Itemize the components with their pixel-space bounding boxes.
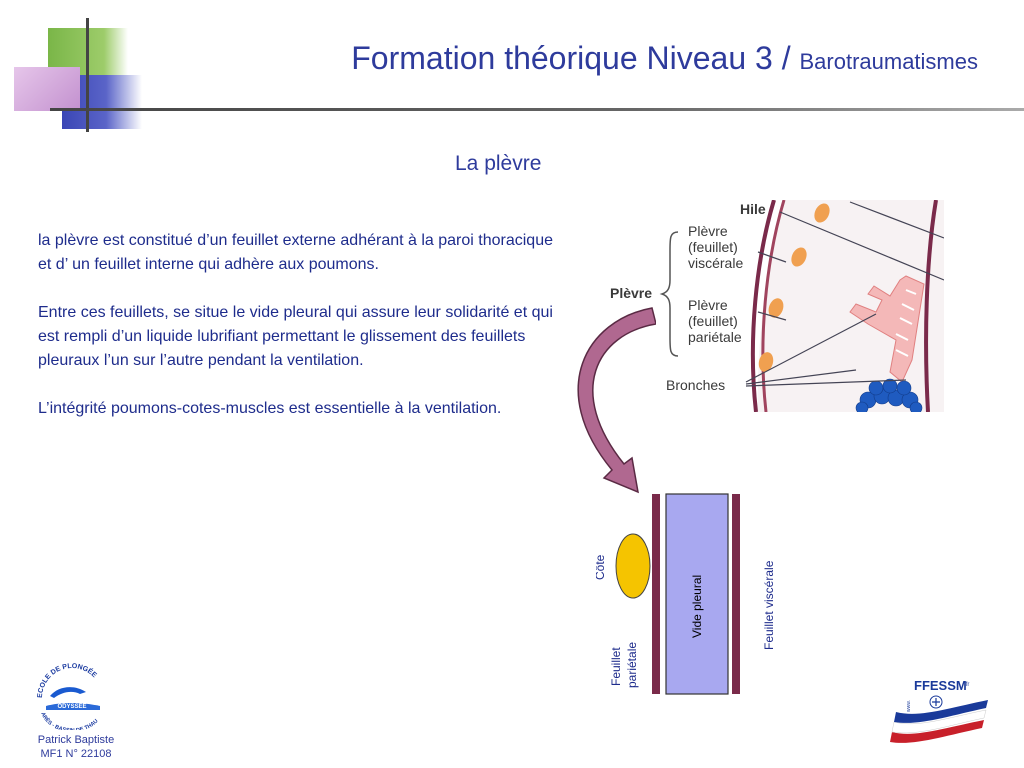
label-feuillet-visceral: Feuillet viscérale	[762, 560, 776, 650]
odyssee-logo: ECOLE DE PLONGÉE ODYSSÉE ARÈS - BASSIN D…	[37, 663, 100, 730]
label-cote: Côte	[596, 554, 607, 580]
author-id: MF1 N° 22108	[40, 748, 112, 760]
header-decoration-pink	[14, 67, 80, 111]
label-vide-pleural: Vide pleural	[690, 575, 704, 638]
label-feuillet-parietal-1: Feuillet	[609, 647, 623, 686]
header-divider-line	[50, 108, 1024, 111]
label-parietal-2: (feuillet)	[688, 313, 738, 329]
slide-title: Formation théorique Niveau 3 / Barotraum…	[351, 40, 978, 77]
body-text: la plèvre est constitué d’un feuillet ex…	[38, 229, 558, 445]
label-parietal-3: pariétale	[688, 329, 742, 345]
logo-right-text: FFESSM	[914, 678, 967, 693]
paragraph: Entre ces feuillets, se situe le vide pl…	[38, 304, 553, 369]
label-visceral-2: (feuillet)	[688, 239, 738, 255]
label-hile: Hile	[740, 201, 766, 217]
logo-right-small: .fr	[964, 682, 969, 688]
logo-right-www: www.	[906, 700, 912, 712]
logo-left-top-text: ECOLE DE PLONGÉE	[37, 663, 98, 698]
label-visceral-1: Plèvre	[688, 223, 728, 239]
svg-text:ARÈS - BASSIN DE THAU: ARÈS - BASSIN DE THAU	[39, 712, 99, 730]
ffessm-logo: FFESSM .fr www.	[890, 678, 988, 743]
slide-title-main: Formation théorique Niveau 3 /	[351, 40, 800, 76]
slide-title-subtitle: Barotraumatismes	[799, 49, 978, 74]
label-visceral-3: viscérale	[688, 255, 743, 271]
paragraph: la plèvre est constitué d’un feuillet ex…	[38, 232, 553, 273]
section-title: La plèvre	[455, 152, 542, 175]
curved-arrow-icon	[577, 307, 656, 494]
label-bronches: Bronches	[666, 377, 725, 393]
logo-left-mid-text: ODYSSÉE	[57, 702, 86, 710]
pleura-anatomy-illustration: Hile Plèvre Plèvre (feuillet) viscérale …	[606, 200, 944, 412]
svg-text:ECOLE DE PLONGÉE: ECOLE DE PLONGÉE	[37, 663, 98, 698]
header-decoration-vertical-line	[86, 18, 89, 132]
paragraph: L’intégrité poumons-cotes-muscles est es…	[38, 400, 502, 417]
logo-left-bottom-text: ARÈS - BASSIN DE THAU	[39, 712, 99, 730]
label-plevre: Plèvre	[610, 285, 652, 301]
label-parietal-1: Plèvre	[688, 297, 728, 313]
author-name: Patrick Baptiste	[37, 734, 115, 746]
author-credit: Patrick Baptiste MF1 N° 22108	[20, 733, 132, 761]
pleura-schematic: Côte Vide pleural Feuillet viscérale Feu…	[596, 493, 776, 695]
label-feuillet-parietal-2: pariétale	[625, 642, 639, 688]
